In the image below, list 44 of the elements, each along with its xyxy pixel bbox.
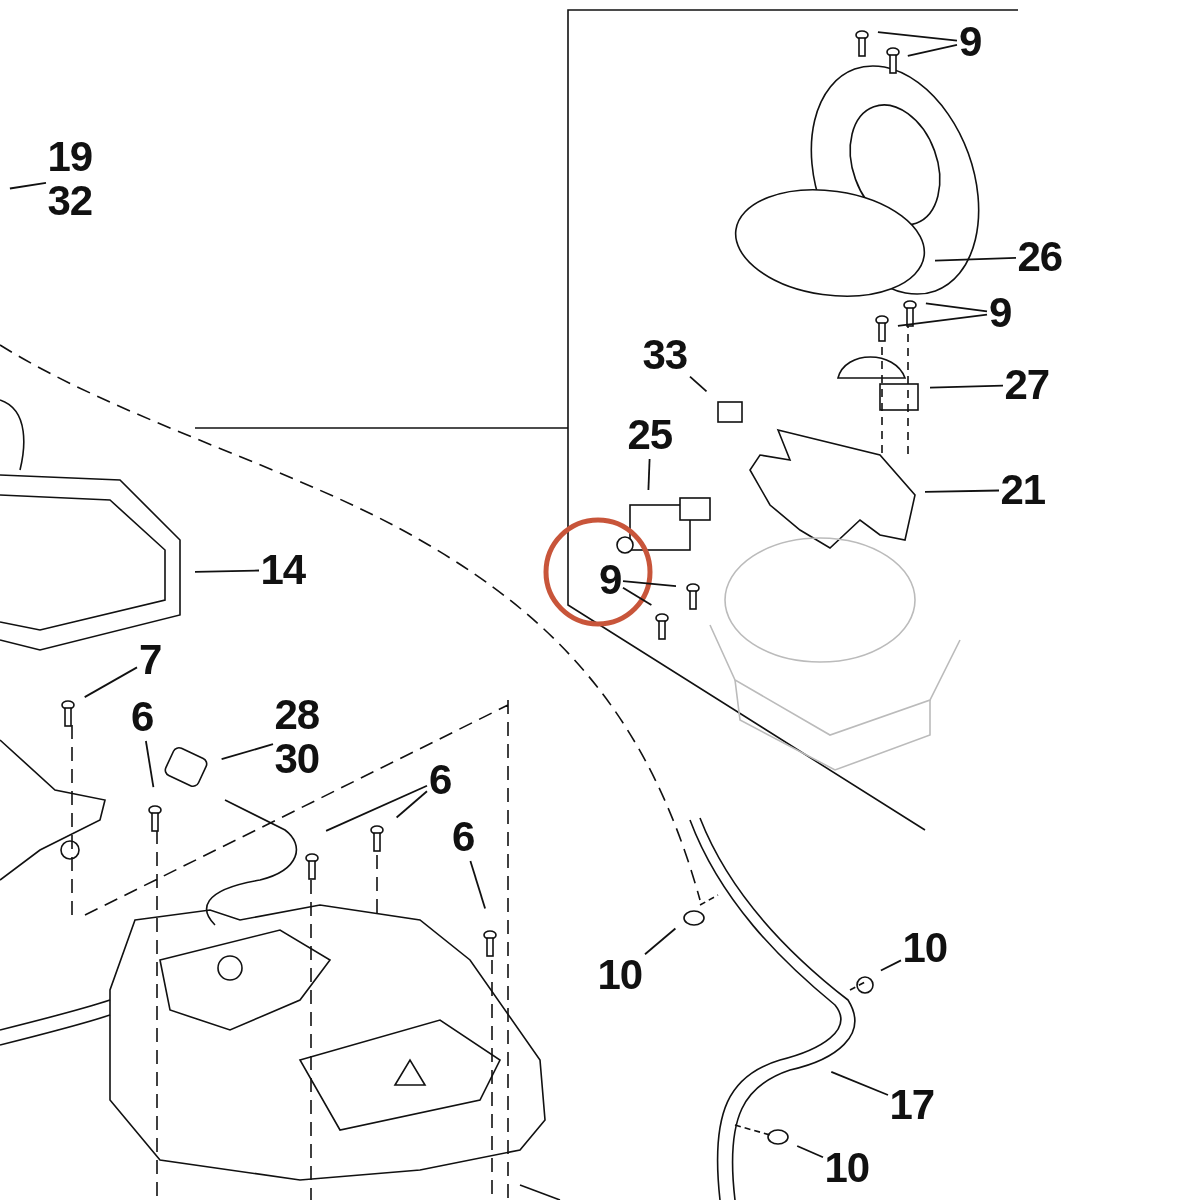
callout-number: 9 [599, 558, 622, 602]
callout-number: 10 [597, 953, 643, 997]
leader-line [469, 860, 486, 910]
leader-line [877, 31, 958, 42]
leader-line [924, 489, 1000, 493]
callout-number: 9 [959, 20, 982, 64]
leader-line [925, 302, 988, 313]
leader-line [689, 375, 708, 393]
leader-line [622, 586, 653, 606]
leader-line [830, 1070, 889, 1096]
callout-number: 9 [989, 291, 1012, 335]
callout-number: 27 [1004, 363, 1050, 407]
callout-number: 26 [1017, 235, 1063, 279]
callout-number: 6 [452, 815, 475, 859]
leader-line [929, 384, 1004, 389]
leader-line [194, 569, 260, 573]
callout-number: 33 [642, 333, 688, 377]
callout-number: 32 [47, 179, 93, 223]
leader-line [220, 743, 274, 761]
callout-number: 6 [131, 695, 154, 739]
callout-number: 7 [139, 638, 162, 682]
callout-number: 14 [260, 548, 306, 592]
callout-number: 10 [902, 926, 948, 970]
leader-line [145, 740, 155, 788]
callout-number: 21 [1000, 468, 1046, 512]
leader-line [83, 666, 138, 698]
leader-line [897, 313, 988, 327]
leader-line [395, 790, 428, 819]
leader-line [880, 959, 902, 972]
callout-number: 30 [274, 737, 320, 781]
leader-line [622, 580, 677, 587]
leader-line [647, 458, 651, 491]
leader-line [644, 927, 677, 956]
leader-line [906, 44, 958, 57]
callout-number: 10 [824, 1146, 870, 1190]
leader-line [796, 1145, 824, 1159]
callout-number: 19 [47, 135, 93, 179]
leader-line [9, 181, 47, 190]
callout-number: 25 [627, 413, 673, 457]
leader-line [934, 256, 1017, 262]
callout-number: 28 [274, 693, 320, 737]
callout-number: 17 [889, 1083, 935, 1127]
leader-line [325, 784, 428, 832]
callout-number: 6 [429, 758, 452, 802]
